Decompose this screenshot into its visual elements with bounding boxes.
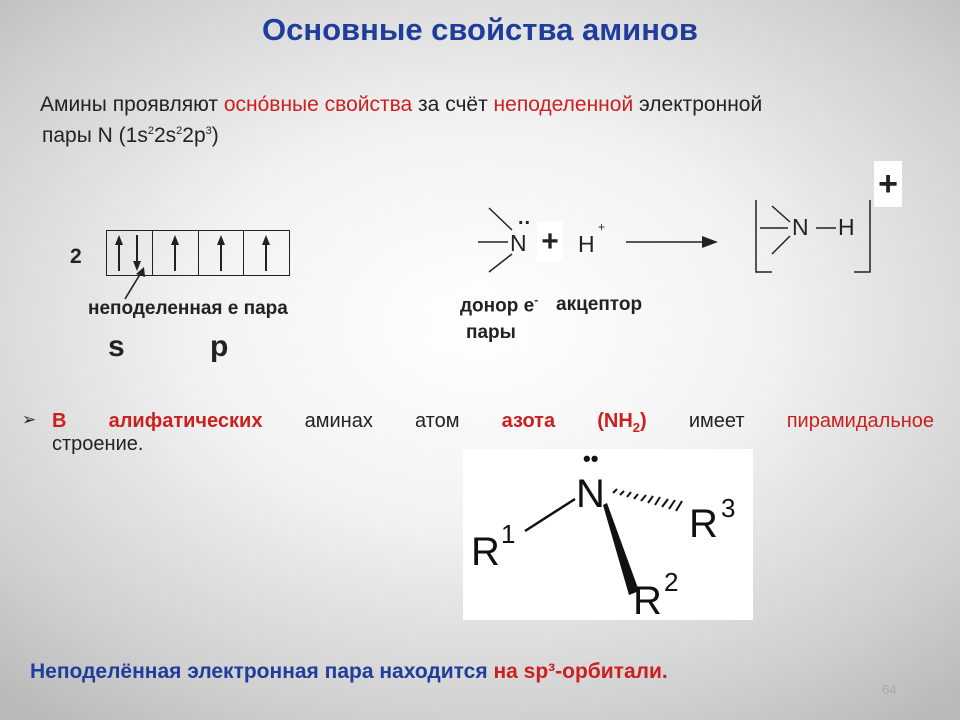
mol-r3-sup: 3 (721, 493, 735, 523)
s-orbital-cell (107, 231, 153, 275)
up-arrow-icon (216, 235, 225, 271)
intro-sup: 2 (176, 125, 183, 137)
intro-sup: 2 (147, 125, 154, 137)
p-orbital-cell (244, 231, 289, 275)
intro-config: пары N (1s (42, 124, 148, 147)
lone-pair-dots: .. (518, 207, 532, 229)
s-label: s (108, 330, 125, 363)
product-hydrogen: H (838, 214, 855, 240)
footer-text: Неподелённая электронная пара находится (30, 660, 494, 683)
proton-charge: + (598, 220, 606, 234)
product-charge: + (874, 161, 902, 207)
lone-pair-label: неподеленная е пара (88, 298, 288, 319)
bullet-arrow-icon: ➢ (22, 410, 37, 429)
intro-part: электронной (633, 93, 763, 116)
footer-statement: Неподелённая электронная пара находится … (30, 660, 668, 684)
proton-symbol: H (578, 231, 595, 257)
molecule-drawing: •• N R 1 R 2 R 3 (471, 446, 735, 623)
nitrogen-symbol: N (510, 230, 527, 256)
product-nitrogen: N (792, 214, 809, 240)
up-arrow-icon (170, 235, 179, 271)
mol-nitrogen: N (576, 472, 605, 516)
donor-label: донор е- (460, 293, 538, 317)
pointer-arrow-icon (124, 267, 145, 300)
intro-sup: 3 (205, 125, 212, 137)
acceptor-label: акцептор (556, 294, 643, 315)
energy-level-label: 2 (70, 245, 82, 268)
intro-highlight-lone: неподеленной (493, 93, 634, 116)
bullet-highlight: азота (NH2) (501, 410, 647, 435)
bullet-nh: азота (NH (501, 410, 633, 432)
intro-highlight-basic: осно́вные свойства (223, 93, 413, 116)
bullet-text: В алифатических аминах атом азота (NH2) … (52, 410, 934, 439)
mol-r2-sup: 2 (664, 567, 678, 597)
paired-arrows-icon (115, 235, 141, 271)
mol-r1-sup: 1 (501, 519, 515, 549)
intro-part: за счёт (412, 93, 494, 116)
donor-sup: - (534, 293, 539, 307)
bullet-paren: ) (640, 410, 647, 432)
bullet-text-line2: строение. (52, 433, 144, 455)
reaction-lines (478, 200, 871, 273)
mol-r3: R (689, 502, 718, 546)
p-orbital-cell (153, 231, 199, 275)
p-orbital-cell (199, 231, 245, 275)
intro-config: 2p (182, 124, 206, 147)
intro-part: Амины проявляют (40, 93, 224, 116)
footer-highlight: на sp³-орбитали. (493, 660, 668, 683)
donor-text: донор е (460, 295, 535, 317)
orbital-cells (106, 230, 290, 276)
bullet-sub: 2 (632, 420, 641, 435)
plus-sign: + (537, 222, 563, 262)
mol-r1: R (471, 530, 500, 574)
pyramidal-molecule: •• N R 1 R 2 R 3 (463, 446, 753, 623)
mol-r2: R (633, 579, 662, 620)
intro-text: Амины проявляют осно́вные свойства за сч… (40, 92, 920, 149)
mol-lone-pair: •• (583, 449, 598, 471)
bullet-highlight: пирамидальное (786, 410, 935, 432)
slide-title: Основные свойства аминов (262, 12, 698, 47)
bullet-highlight: В алифатических (52, 410, 263, 432)
page-number: 64 (882, 682, 897, 697)
up-arrow-icon (262, 235, 271, 271)
bullet-part: аминах атом (262, 410, 502, 432)
bullet-part: имеет (646, 410, 787, 432)
intro-config: 2s (153, 124, 177, 147)
pairs-label: пары (466, 322, 516, 343)
p-label: p (210, 330, 229, 363)
intro-config: ) (211, 124, 219, 147)
